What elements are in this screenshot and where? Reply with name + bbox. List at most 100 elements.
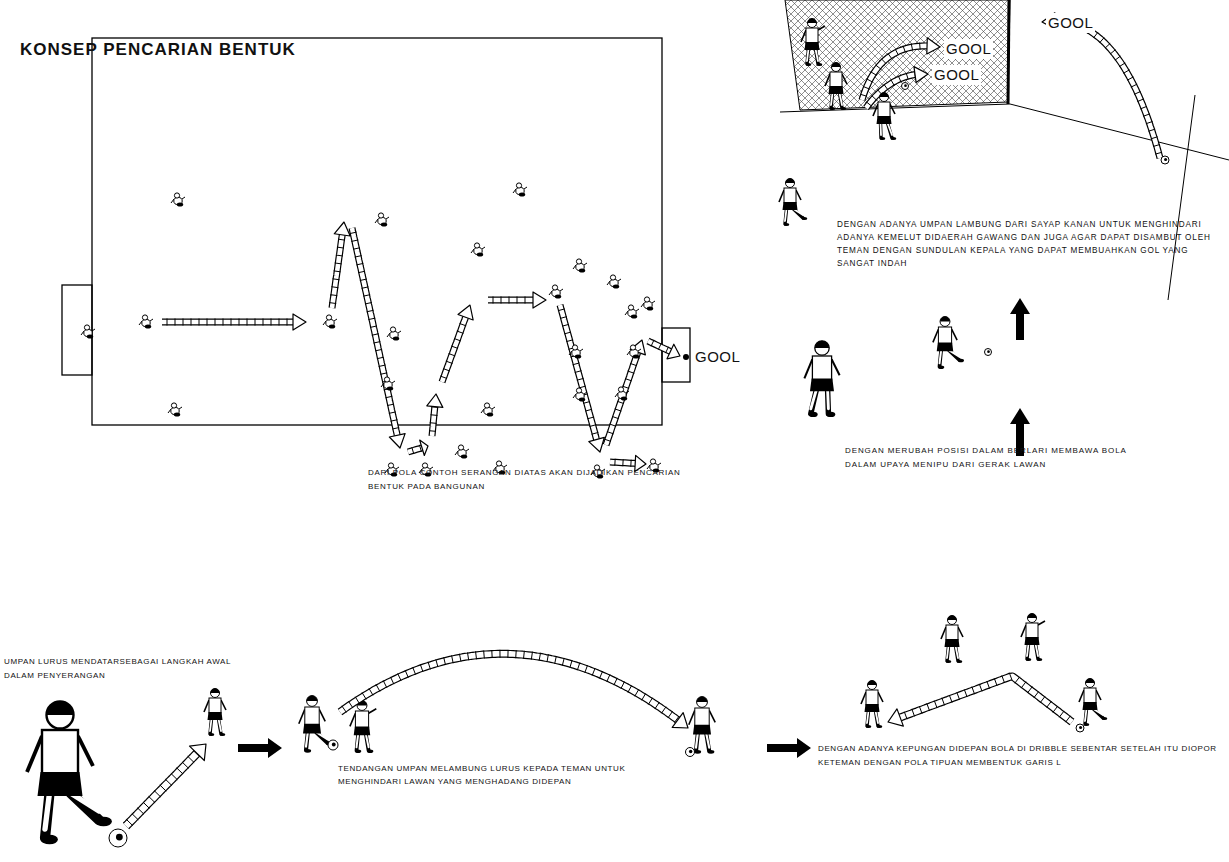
ladder-rung	[560, 317, 567, 319]
ball-patch	[332, 743, 336, 747]
arrow-head	[293, 314, 306, 330]
player-figure	[801, 19, 825, 67]
ladder-rung	[1002, 676, 1005, 684]
hair	[940, 317, 950, 322]
ladder-rail	[352, 228, 397, 435]
head	[576, 388, 581, 393]
shirt	[946, 625, 958, 640]
ladder-rung	[330, 294, 337, 296]
ladder-rung	[1148, 129, 1155, 131]
arm	[369, 709, 377, 713]
player-icon	[481, 403, 495, 417]
shirt	[866, 690, 878, 705]
ball	[686, 748, 695, 757]
ladder-rung	[635, 689, 639, 696]
ladder-rung	[387, 404, 394, 405]
ladder-rung	[872, 95, 877, 100]
ladder-arrow	[350, 228, 405, 448]
ladder-rung	[475, 651, 477, 659]
shoe	[209, 733, 215, 736]
ladder-rung	[255, 319, 256, 326]
ladder-rung	[413, 667, 416, 674]
leg	[807, 49, 809, 64]
shorts	[354, 726, 371, 735]
shorts	[693, 725, 711, 735]
ladder-rung	[499, 650, 500, 658]
ladder-arrow	[440, 305, 473, 382]
shorts	[633, 354, 639, 358]
arm	[1021, 625, 1026, 637]
player-figure	[779, 179, 807, 227]
ladder-rung	[919, 43, 921, 50]
shoe	[304, 749, 311, 753]
ladder-rung	[348, 701, 352, 708]
ladder-rung	[412, 447, 414, 454]
ladder-rung	[1137, 99, 1143, 102]
shoe	[880, 137, 886, 140]
arm	[482, 247, 485, 249]
arm	[392, 381, 395, 383]
arm	[933, 329, 939, 342]
arm	[78, 736, 93, 766]
ladder-rung	[891, 80, 895, 86]
ladder-rung	[599, 671, 602, 678]
ladder-rung	[443, 369, 450, 371]
hair	[948, 616, 957, 620]
ladder-rung	[1040, 696, 1045, 702]
ladder-rail	[352, 228, 397, 435]
arm	[958, 627, 963, 637]
ball-patch	[116, 834, 123, 841]
ladder-rung	[987, 681, 990, 689]
ladder-rung	[587, 417, 594, 419]
arm	[618, 279, 621, 281]
ladder-rung	[585, 665, 588, 673]
leg	[940, 350, 942, 367]
ladder-rung	[876, 65, 882, 69]
shirt	[1084, 688, 1096, 703]
head	[832, 63, 841, 72]
shorts	[631, 314, 637, 318]
shoe	[830, 107, 836, 110]
arm	[878, 692, 883, 702]
ladder-rung	[927, 703, 930, 711]
arm	[524, 187, 527, 189]
shoe	[957, 660, 963, 663]
ladder-rung	[367, 310, 374, 311]
head	[384, 377, 389, 382]
head	[808, 19, 817, 28]
leg	[816, 49, 819, 61]
shorts	[1025, 637, 1040, 645]
ball-outline	[902, 83, 909, 90]
ball	[985, 349, 992, 356]
ladder-rung	[372, 334, 379, 335]
ladder-rung	[336, 255, 343, 257]
ladder-rung	[666, 347, 669, 353]
leg	[1094, 709, 1104, 718]
leg	[840, 93, 843, 105]
ladder-rung	[1094, 32, 1098, 38]
arm	[179, 407, 182, 409]
ball	[328, 740, 338, 750]
arm	[504, 465, 507, 467]
shoe	[694, 750, 701, 754]
shorts	[38, 772, 83, 796]
ladder-rung	[525, 297, 526, 304]
ladder-rung	[507, 650, 508, 658]
football-field	[62, 38, 690, 425]
ladder-rung	[979, 684, 982, 692]
ladder-rung	[577, 378, 584, 380]
ladder-rung	[375, 349, 382, 350]
shoe	[817, 63, 823, 66]
leg	[306, 732, 308, 750]
ladder-rung	[457, 331, 464, 333]
shoe	[806, 63, 812, 66]
leg	[956, 646, 959, 658]
ladder-rung	[454, 339, 461, 341]
arm	[636, 309, 639, 311]
player-icon	[455, 445, 469, 459]
arm	[492, 407, 495, 409]
ball	[109, 829, 127, 847]
shorts	[87, 334, 93, 338]
ladder-rail	[606, 352, 638, 445]
